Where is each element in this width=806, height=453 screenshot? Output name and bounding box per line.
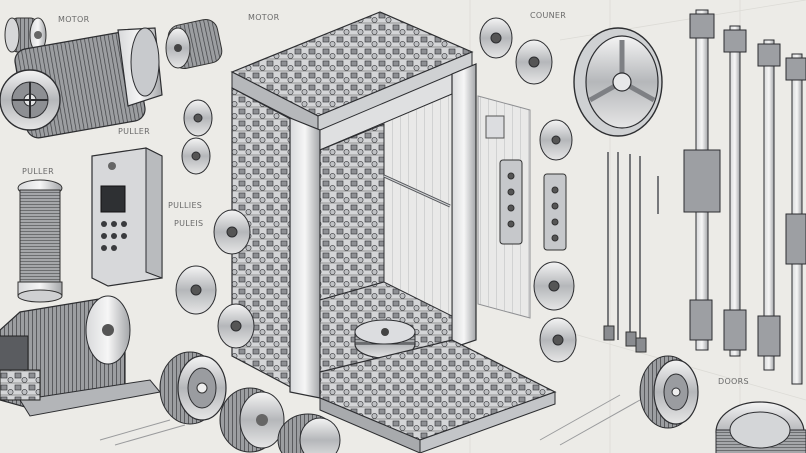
label-motor-center: MOTOR <box>248 13 280 22</box>
label-counter: COUNER <box>530 11 566 20</box>
button-panel-2 <box>543 173 567 251</box>
pulley-bottom-right <box>639 355 699 429</box>
label-pulleys-1: PULLIES <box>168 201 202 210</box>
button-panel-1 <box>499 159 523 245</box>
guide-rails <box>683 9 806 385</box>
label-puller: PULLER <box>118 127 150 136</box>
label-doors: DOORS <box>718 377 749 386</box>
cable-rods <box>607 152 659 348</box>
shaft-pulleys-left <box>175 99 255 349</box>
large-spoked-pulley <box>573 27 663 137</box>
cable-rod-ends <box>603 325 647 353</box>
label-motor-left: MOTOR <box>58 15 90 24</box>
label-puller-left: PULLER <box>22 167 54 176</box>
small-pulleys-right <box>533 119 577 363</box>
motor-bottom-left <box>0 295 161 417</box>
pulley-wheel-bottom-1 <box>159 351 227 425</box>
pulley-wheel-bottom-3 <box>277 413 341 453</box>
small-motor-top-left <box>4 17 47 53</box>
floor-rails <box>99 394 641 446</box>
label-pulleys-2: PULEIS <box>174 219 203 228</box>
large-motor-left <box>0 27 163 139</box>
pulley-wheel-bottom-2 <box>219 387 285 453</box>
pulley-pair-top <box>479 17 553 85</box>
small-drum-top <box>165 19 223 69</box>
control-box <box>91 147 163 287</box>
coil-cylinder <box>17 179 63 303</box>
drum-bottom-right <box>715 401 806 453</box>
